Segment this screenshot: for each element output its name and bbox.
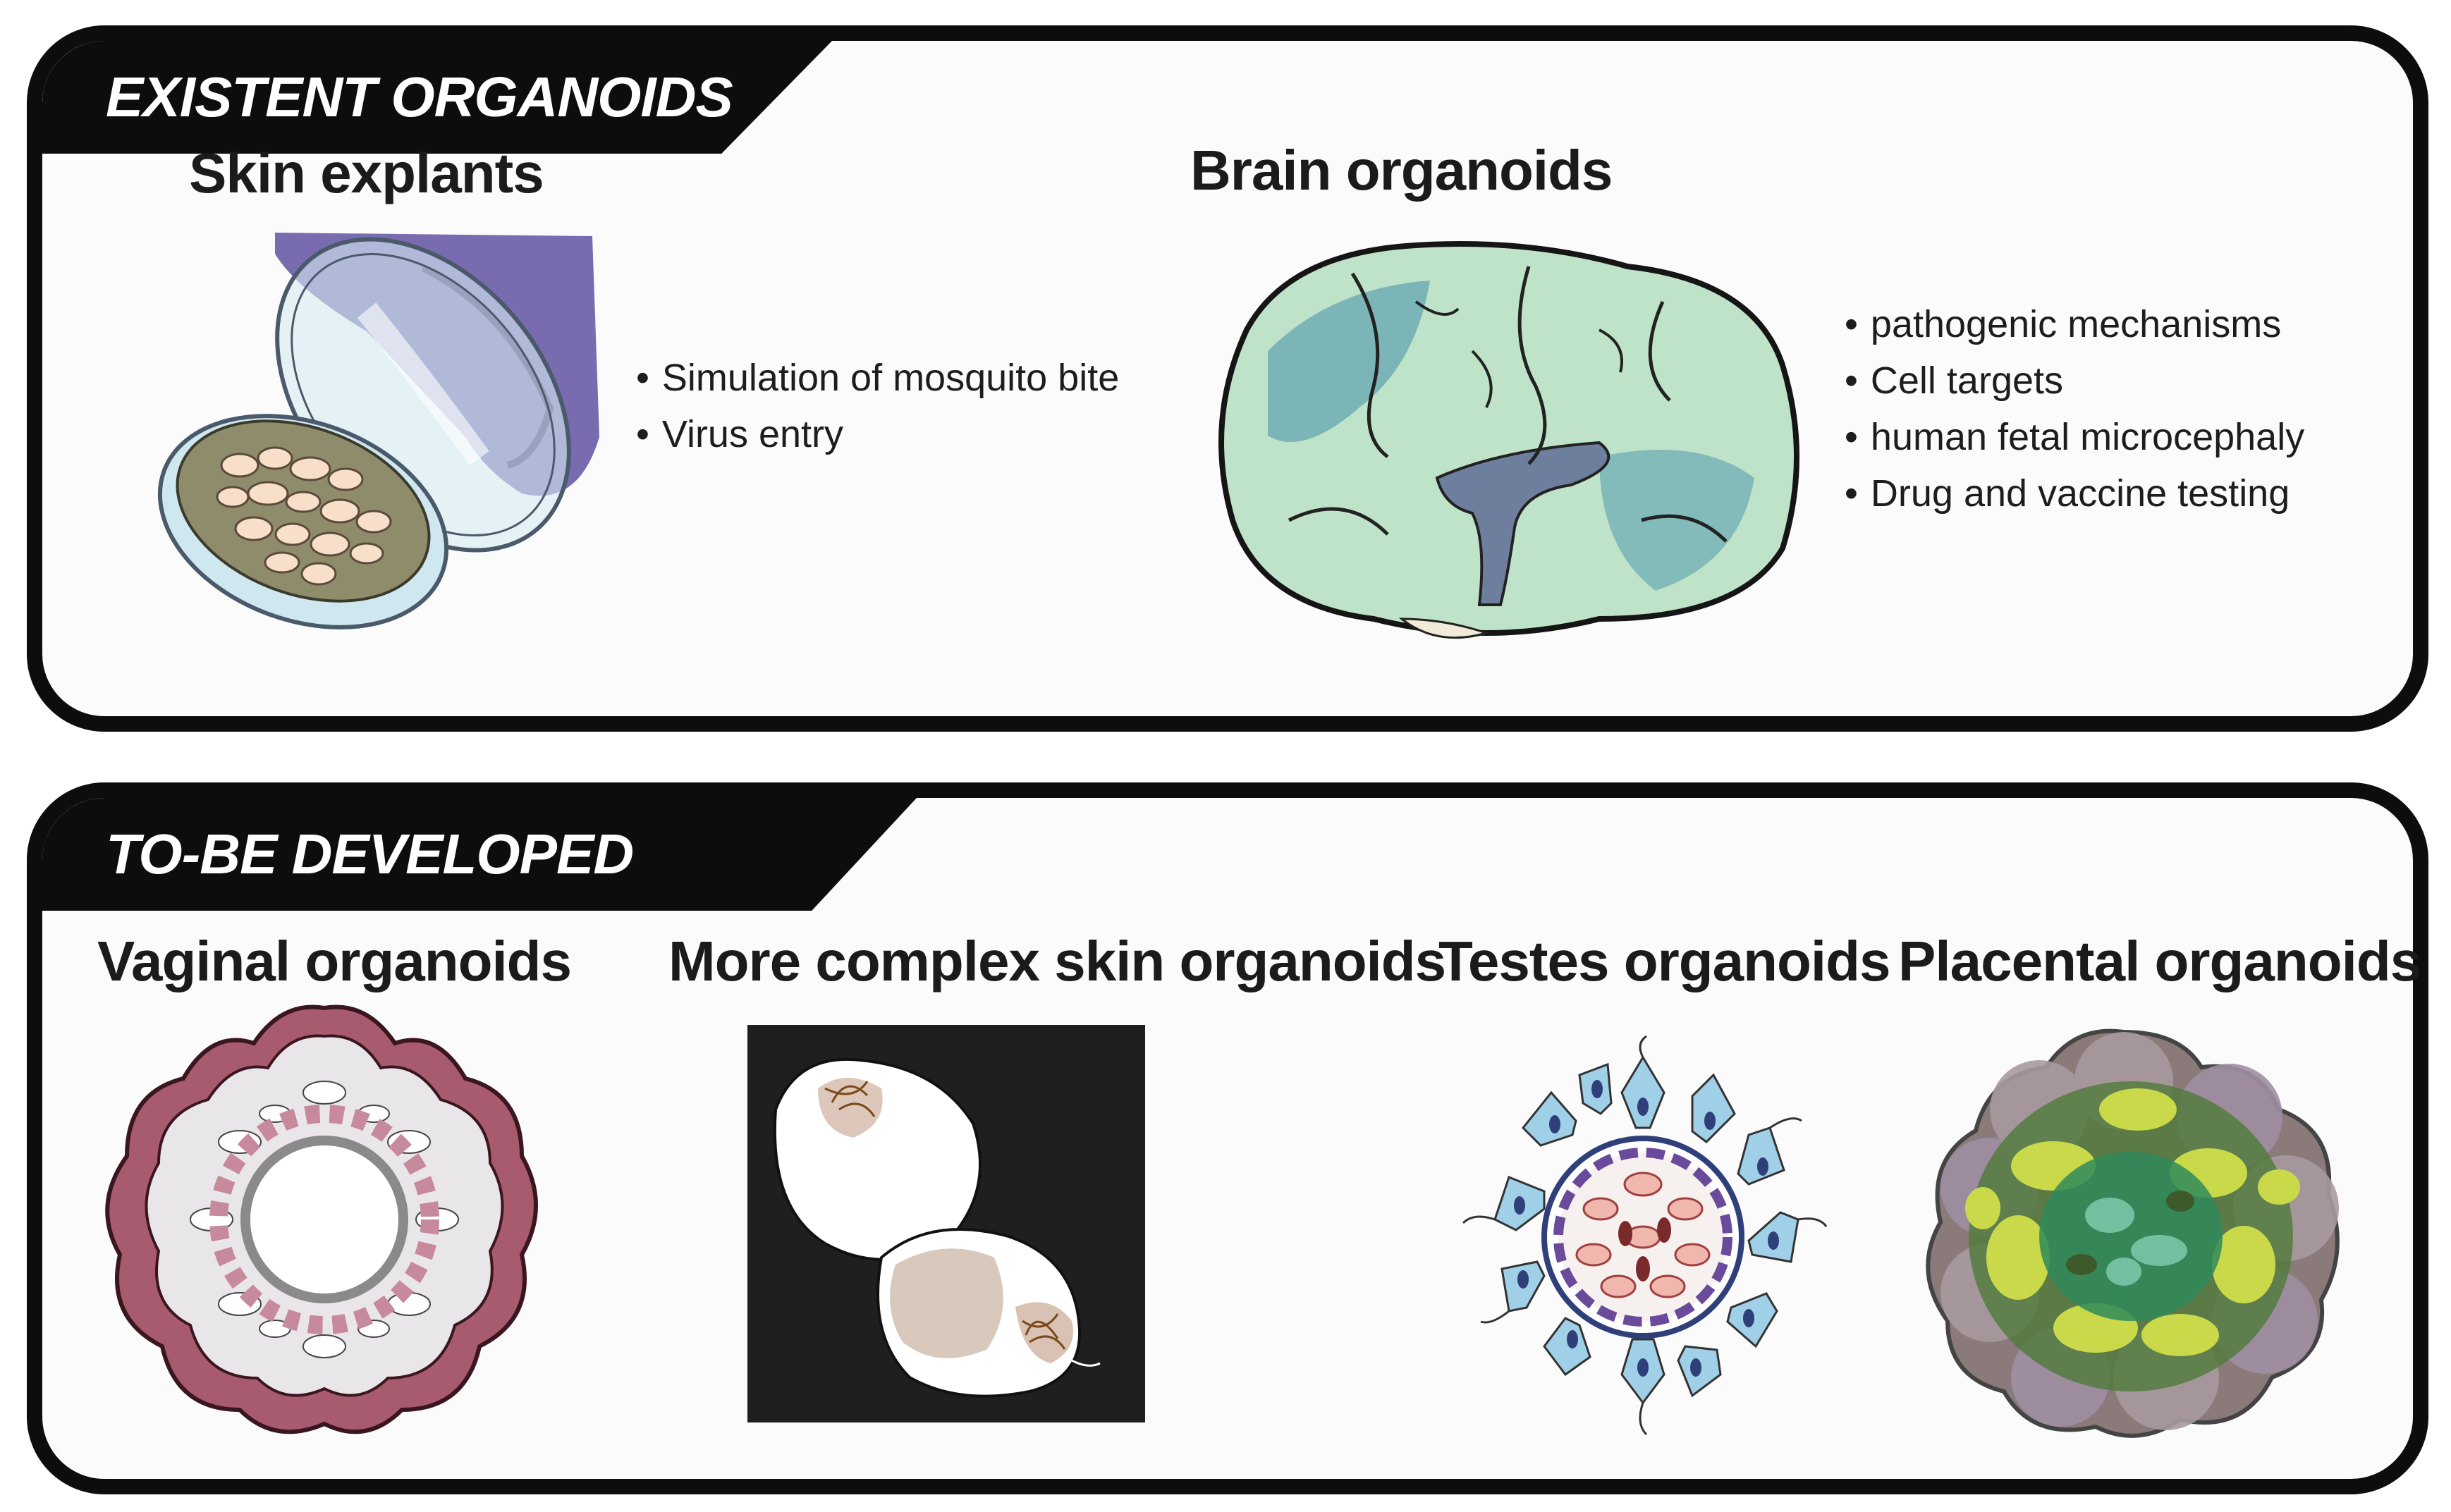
list-item: Drug and vaccine testing: [1845, 465, 2304, 522]
to-be-developed-organoids-banner: TO-BE DEVELOPED ORGANOIDS: [42, 798, 917, 911]
skin-fragments: [216, 446, 392, 586]
placental-organoids-title: Placental organoids: [1898, 930, 2421, 992]
brain-ventricle: [1435, 441, 1610, 606]
list-item: Cell targets: [1845, 352, 2304, 409]
list-item: Virus entry: [636, 406, 1119, 462]
vaginal-lumen: [240, 1136, 408, 1303]
vaginal-organoid-illustration: [105, 1004, 538, 1434]
brain-organoids-bullets: pathogenic mechanisms Cell targets human…: [1845, 296, 2304, 522]
sertoli-cells: [1493, 1055, 1799, 1405]
testes-organoids-title: Testes organoids: [1438, 930, 1890, 992]
complex-skin-organoids-title: More complex skin organoids: [668, 930, 1446, 992]
existent-organoids-banner: EXISTENT ORGANOIDS: [42, 41, 832, 154]
hair-follicle-lower: [1015, 1302, 1073, 1363]
brain-teal-region: [1268, 281, 1430, 442]
brain-organoids-title: Brain organoids: [1190, 139, 1613, 202]
skin-explants-title: Skin explants: [189, 142, 544, 204]
brain-organoid-illustration: [1218, 241, 1799, 639]
list-item: Simulation of mosquito bite: [636, 350, 1119, 406]
testes-organoid-illustration: [1462, 1035, 1828, 1436]
list-item: human fetal microcephaly: [1845, 409, 2304, 465]
complex-skin-organoid-illustration: [747, 1025, 1145, 1422]
list-item: pathogenic mechanisms: [1845, 296, 2304, 352]
germ-cells: [1575, 1172, 1711, 1298]
skin-explants-bullets: Simulation of mosquito bite Virus entry: [636, 350, 1119, 462]
vaginal-organoids-title: Vaginal organoids: [97, 930, 572, 992]
skin-explant-illustration: [157, 233, 599, 629]
placental-organoid-illustration: [1926, 1028, 2340, 1438]
